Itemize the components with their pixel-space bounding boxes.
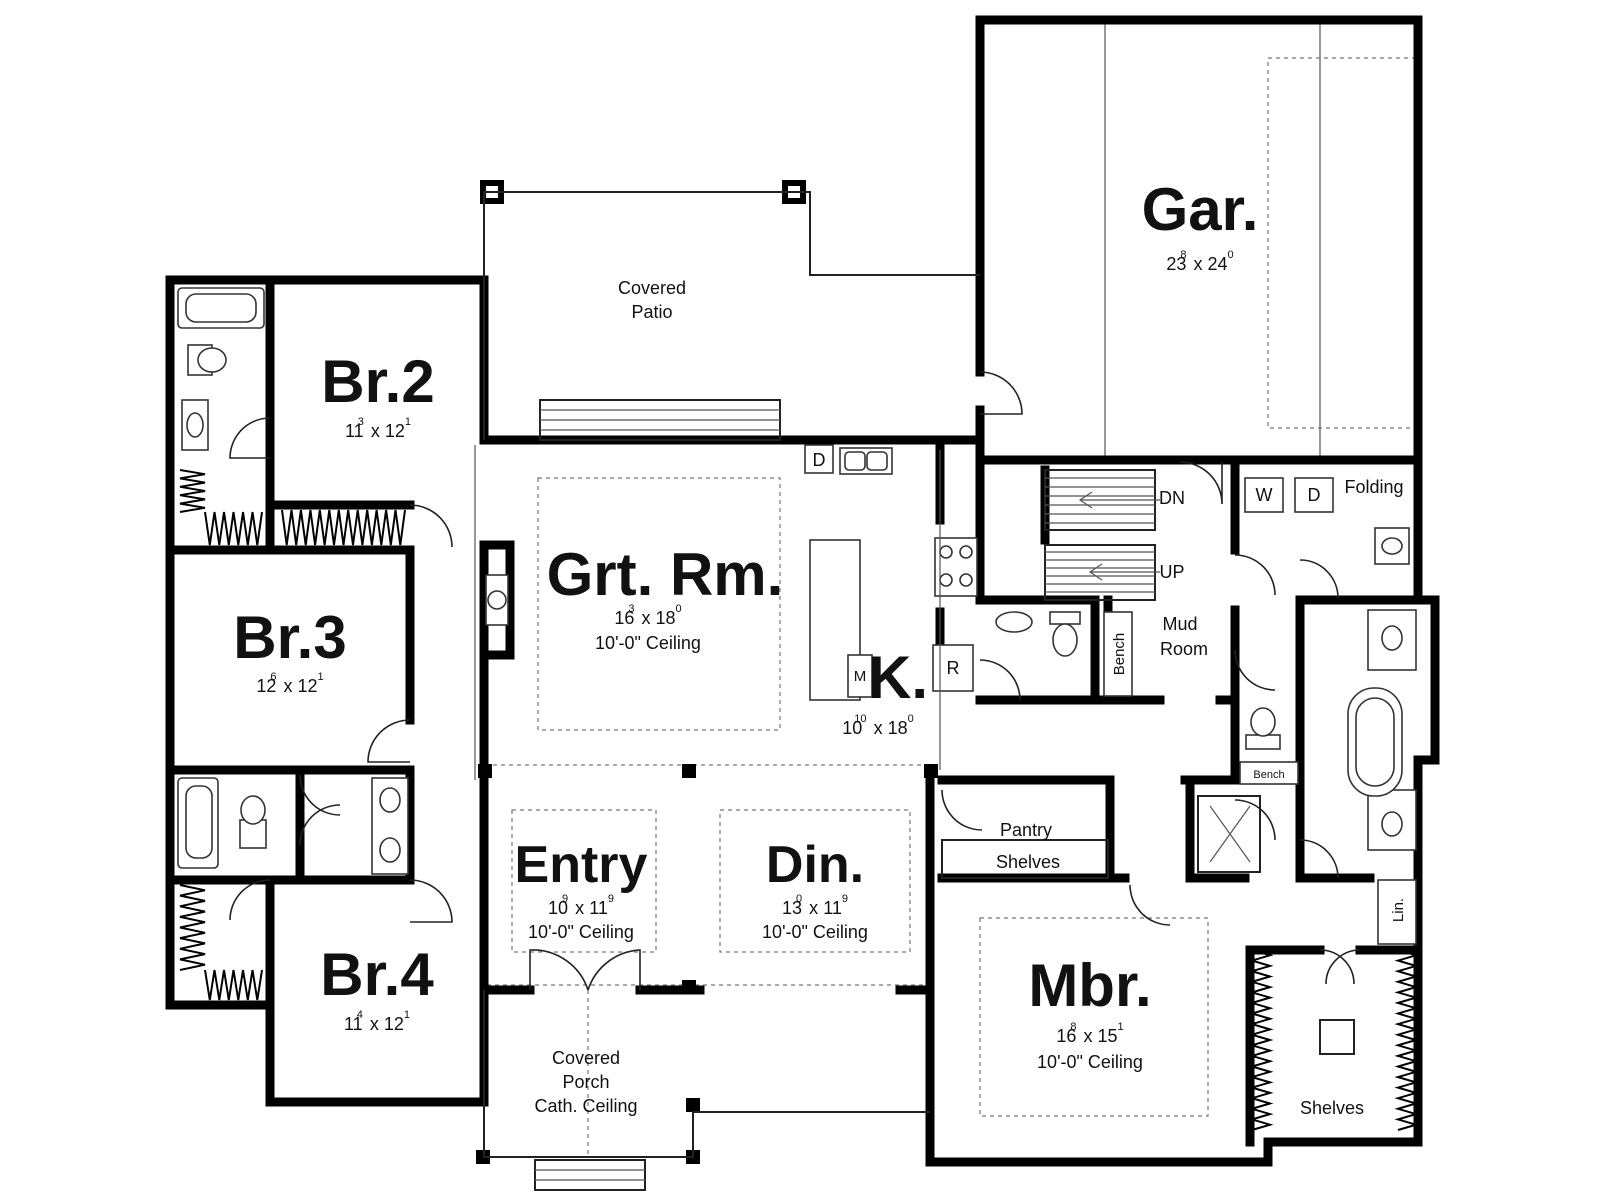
fixtures (177, 287, 1417, 1055)
kitchen-name: K. (868, 644, 928, 711)
dining-dimensions: 130 x 119 (782, 893, 848, 918)
br3-dimensions: 126 x 121 (256, 671, 323, 696)
garage-dimensions: 238 x 240 (1166, 249, 1233, 274)
covered-porch-label-1: Covered (552, 1048, 620, 1068)
dining-ceiling: 10'-0" Ceiling (762, 922, 868, 942)
pantry-shelves-label: Shelves (996, 852, 1060, 872)
master-dimensions: 168 x 151 (1056, 1021, 1123, 1046)
microwave-label: M (854, 668, 867, 685)
covered-porch-label-3: Cath. Ceiling (534, 1096, 637, 1116)
folding-label: Folding (1344, 477, 1403, 497)
refrigerator-label: R (947, 658, 960, 678)
great-room-name: Grt. Rm. (547, 541, 784, 608)
kitchen-dimensions: 1010 x 180 (842, 713, 913, 738)
entry-name: Entry (515, 836, 648, 894)
covered-patio-label-1: Covered (618, 278, 686, 298)
master-name: Mbr. (1028, 952, 1151, 1019)
room-labels: Gar. Grt. Rm. K. Br.2 Br.3 Br.4 Entry Di… (233, 176, 1258, 1019)
outdoor-areas (483, 191, 980, 1191)
dryer-label: D (1308, 485, 1321, 505)
dining-name: Din. (766, 836, 864, 894)
stair-down-label: DN (1159, 488, 1185, 508)
br3-name: Br.3 (233, 604, 346, 671)
mud-room-label-2: Room (1160, 639, 1208, 659)
garage-name: Gar. (1142, 176, 1259, 243)
covered-patio-label-2: Patio (631, 302, 672, 322)
master-ceiling: 10'-0" Ceiling (1037, 1052, 1143, 1072)
doors (229, 371, 1361, 991)
pantry-label: Pantry (1000, 820, 1052, 840)
br4-dimensions: 114 x 121 (344, 1009, 410, 1034)
br4-name: Br.4 (320, 941, 434, 1008)
bath-bench-label: Bench (1253, 769, 1284, 781)
washer-label: W (1256, 485, 1273, 505)
closet-shelving (179, 469, 1420, 1131)
entry-ceiling: 10'-0" Ceiling (528, 922, 634, 942)
mud-room-label-1: Mud (1162, 614, 1197, 634)
br2-name: Br.2 (321, 348, 434, 415)
linen-label: Lin. (1390, 898, 1407, 922)
minor-labels: Covered Patio Covered Porch Cath. Ceilin… (534, 278, 1407, 1118)
br2-dimensions: 113 x 121 (345, 416, 411, 441)
great-room-dimensions: 163 x 180 (614, 603, 681, 628)
dishwasher-label: D (813, 450, 826, 470)
entry-dimensions: 109 x 119 (548, 893, 614, 918)
great-room-ceiling: 10'-0" Ceiling (595, 633, 701, 653)
covered-porch-label-2: Porch (562, 1072, 609, 1092)
closet-shelves-label: Shelves (1300, 1098, 1364, 1118)
stair-up-label: UP (1159, 562, 1184, 582)
room-dimensions: 238 x 240 163 x 180 10'-0" Ceiling 1010 … (256, 249, 1233, 1072)
mud-bench-label: Bench (1111, 633, 1128, 676)
